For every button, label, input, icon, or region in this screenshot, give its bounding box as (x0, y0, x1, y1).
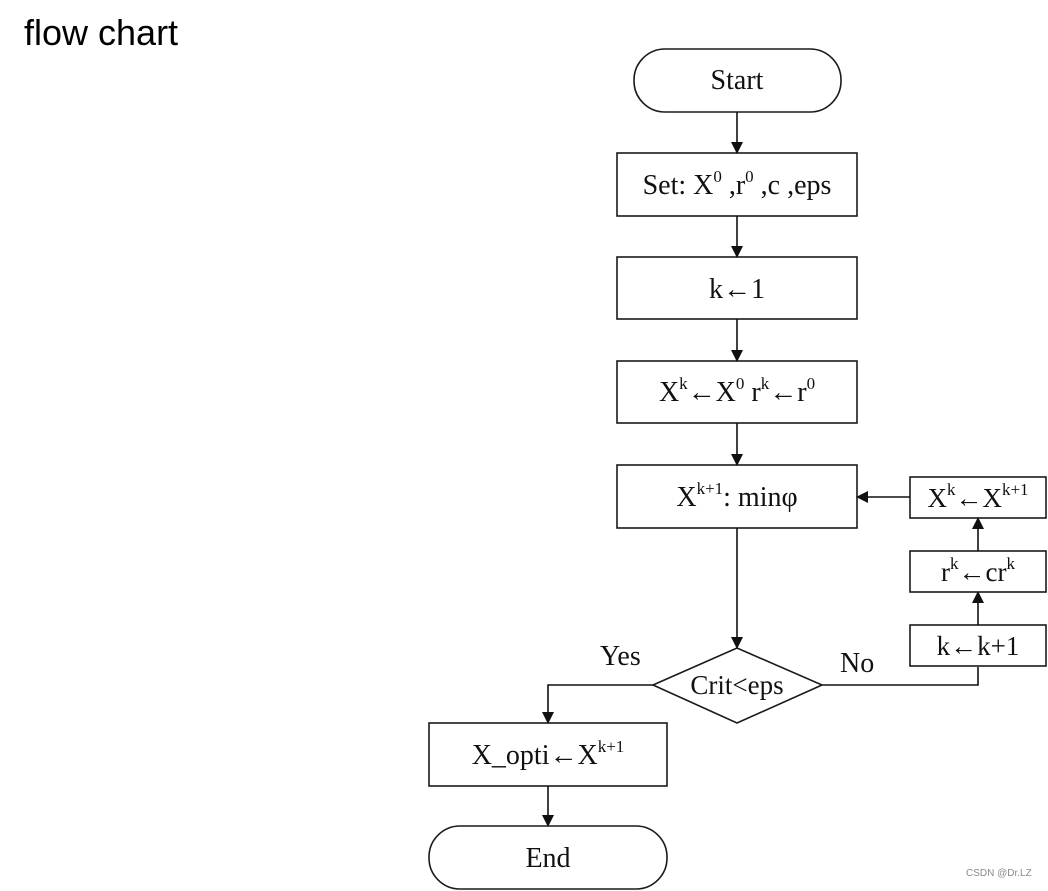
node-start-label: Start (711, 65, 764, 96)
node-set-label: Set: X0 ,r0 ,c ,eps (643, 167, 832, 201)
node-end-label: End (525, 843, 570, 874)
node-update-x: Xk←Xk+1 (909, 476, 1047, 519)
edge-decision-no-to-increment (822, 667, 979, 686)
node-decision-label: Crit<eps (690, 670, 783, 700)
node-increment-k-label: k←k+1 (937, 631, 1020, 661)
node-init-k-label: k←1 (709, 274, 765, 305)
edge-label-no: No (840, 648, 874, 679)
node-update-x-label: Xk←Xk+1 (927, 480, 1028, 513)
node-minimize-label: Xk+1: minφ (676, 479, 797, 513)
node-update-r-label: rk←crk (941, 554, 1015, 587)
node-set-parameters: Set: X0 ,r0 ,c ,eps (616, 152, 858, 217)
node-optimum: X_opti←Xk+1 (428, 722, 668, 787)
node-init-k: k←1 (616, 256, 858, 320)
edge-decision-yes-to-optimum (542, 684, 653, 724)
node-start: Start (633, 48, 842, 113)
node-optimum-label: X_opti←Xk+1 (472, 737, 625, 771)
watermark: CSDN @Dr.LZ (966, 868, 1032, 879)
node-minimize: Xk+1: minφ (616, 464, 858, 529)
edge-label-yes: Yes (600, 641, 641, 672)
node-assign-label: Xk←X0 rk←r0 (659, 374, 815, 408)
node-decision: Crit<eps (651, 647, 824, 724)
node-update-r: rk←crk (909, 550, 1047, 593)
page-title: flow chart (24, 12, 179, 53)
node-assign-start: Xk←X0 rk←r0 (616, 360, 858, 424)
node-end: End (428, 825, 668, 890)
node-increment-k: k←k+1 (909, 624, 1047, 667)
